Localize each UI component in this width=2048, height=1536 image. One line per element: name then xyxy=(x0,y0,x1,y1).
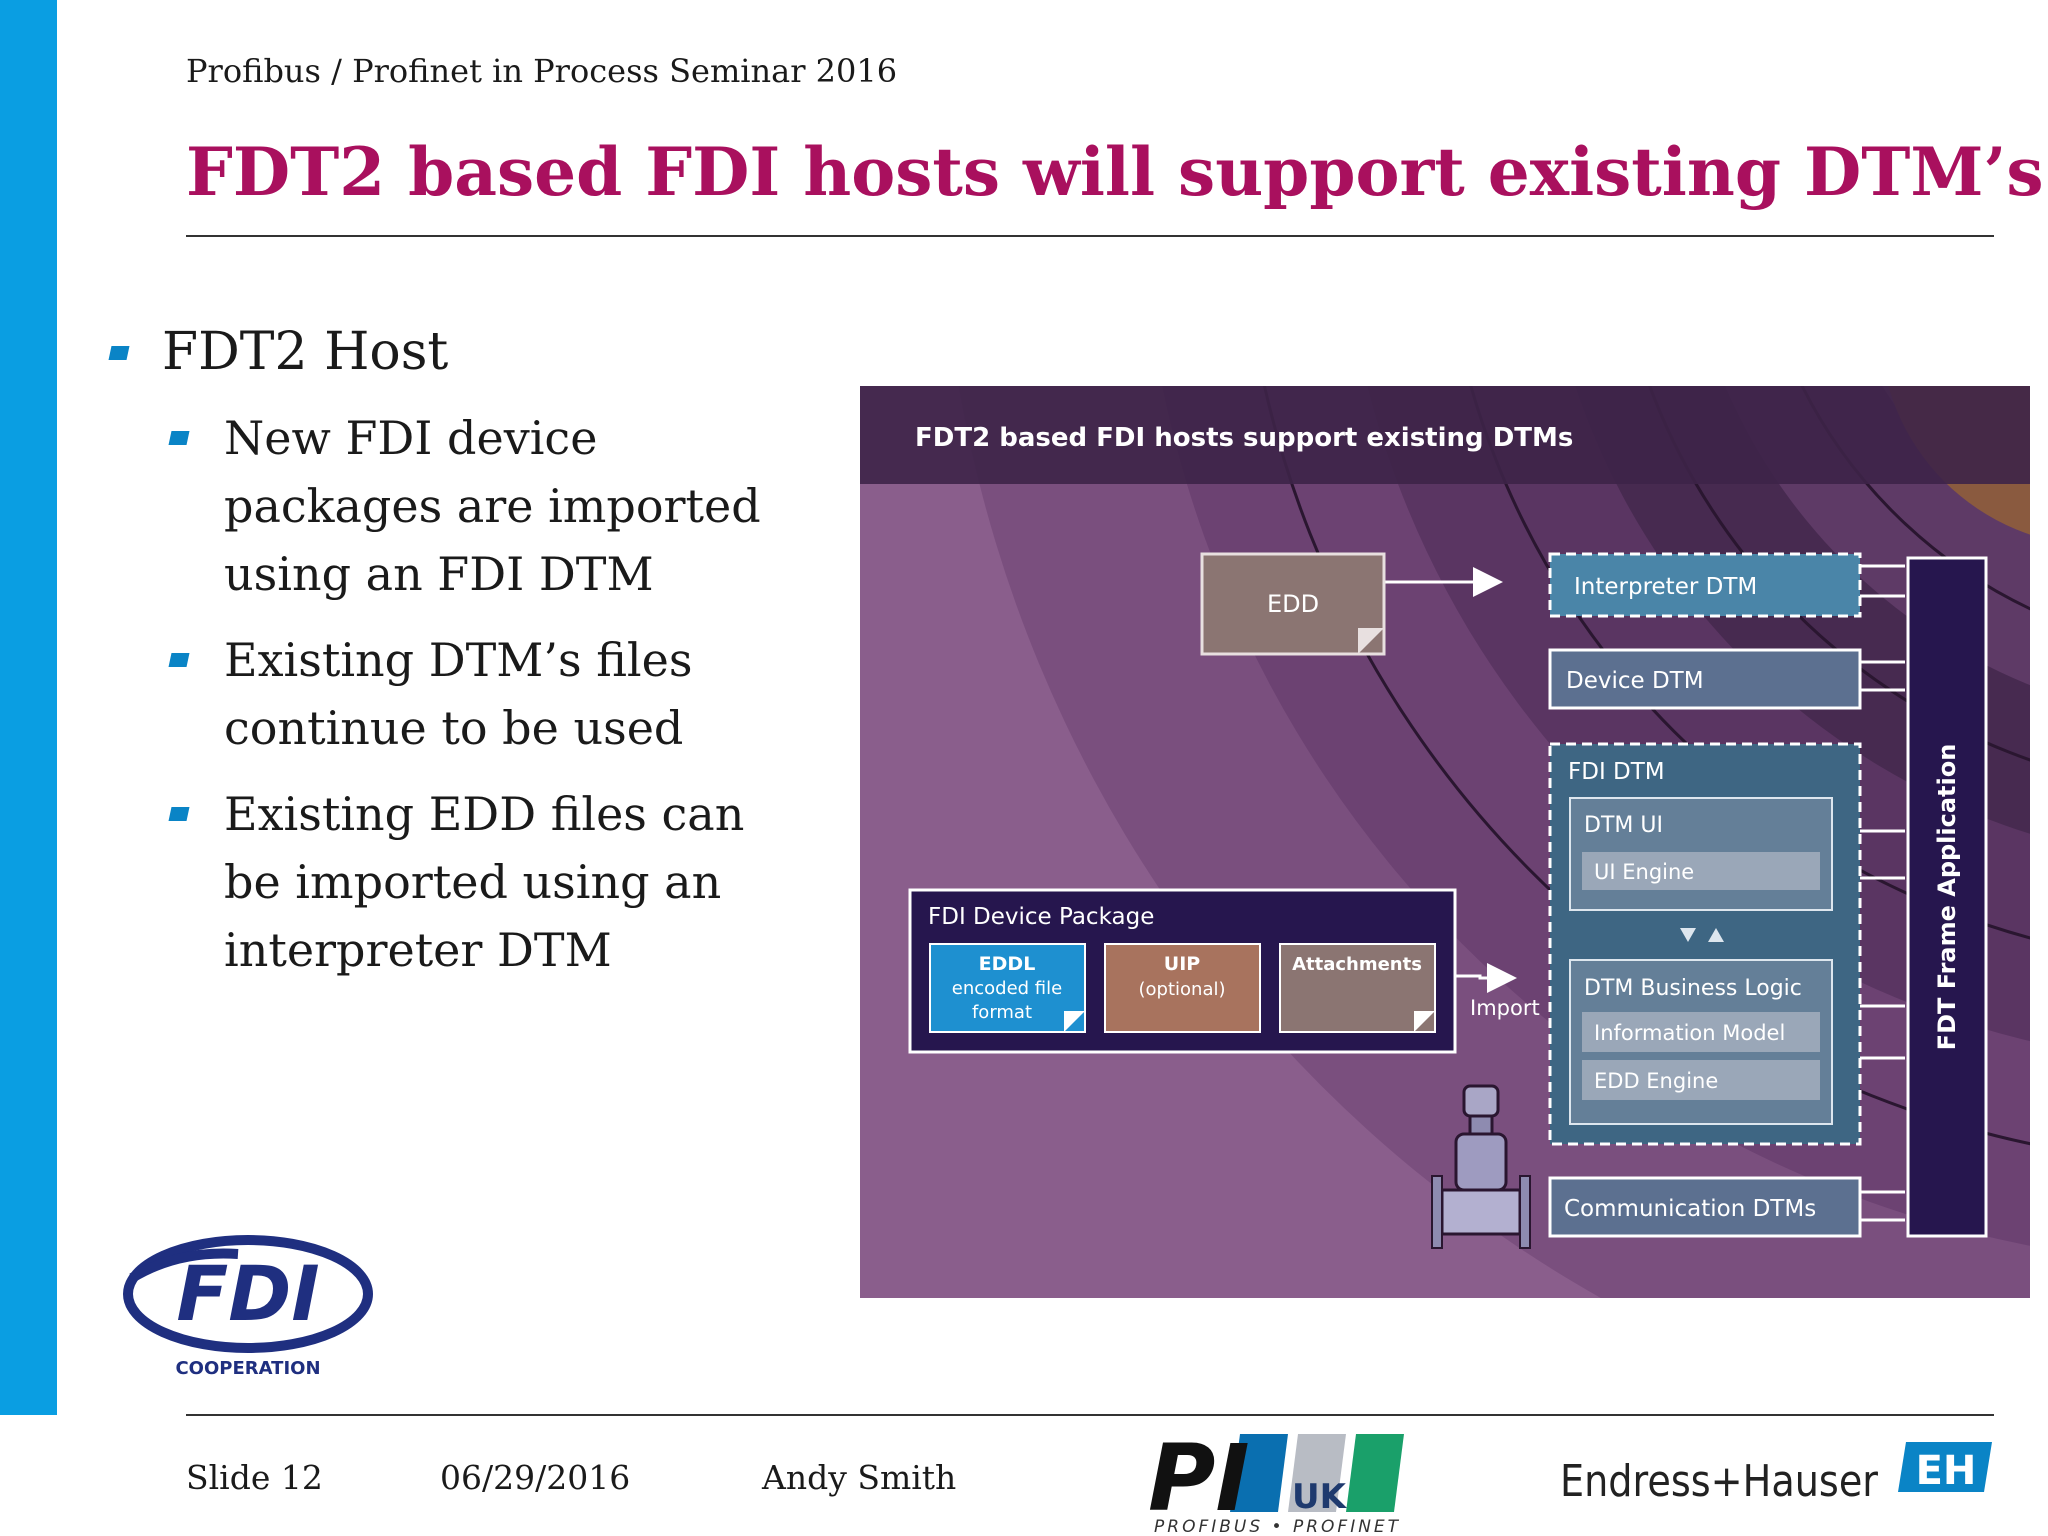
fdi-logo-subtext: COOPERATION xyxy=(175,1358,320,1379)
eh-logo-mark: EH xyxy=(1916,1448,1977,1494)
footer-rule xyxy=(186,1414,1994,1416)
ui-engine-label: UI Engine xyxy=(1594,860,1694,884)
attachments-label: Attachments xyxy=(1292,954,1422,975)
bullet-sub-text: Existing EDD files can be imported using… xyxy=(224,787,745,977)
information-model-box xyxy=(1582,1012,1820,1052)
bullet-square-icon xyxy=(168,431,190,445)
bullet-sub-text: New FDI device packages are imported usi… xyxy=(224,411,761,601)
edd-label: EDD xyxy=(1267,590,1319,618)
fdt2-architecture-diagram: FDT2 based FDI hosts support existing DT… xyxy=(860,386,2030,1298)
bullet-main: FDT2 Host xyxy=(106,318,786,386)
device-package-label: FDI Device Package xyxy=(928,904,1154,930)
pi-logo-subtext: PROFIBUS • PROFINET xyxy=(1154,1517,1401,1536)
pi-logo-text: PI xyxy=(1148,1428,1250,1532)
bullet-sub: Existing EDD files can be imported using… xyxy=(106,780,786,984)
field-device-icon xyxy=(1431,1084,1531,1249)
business-logic-label: DTM Business Logic xyxy=(1584,976,1802,1001)
attachments-box xyxy=(1279,943,1436,1033)
bullet-square-icon xyxy=(108,346,130,360)
diagram-title-bar xyxy=(860,386,2030,484)
fdi-logo-text: FDI xyxy=(176,1249,319,1338)
dtm-ui-label: DTM UI xyxy=(1584,813,1663,838)
interpreter-dtm-box xyxy=(1548,552,1862,618)
bullet-main-text: FDT2 Host xyxy=(162,322,449,382)
endress-hauser-logo: Endress+Hauser EH xyxy=(1560,1442,1992,1507)
slide-date: 06/29/2016 xyxy=(440,1458,631,1497)
frame-application-box xyxy=(1906,556,1988,1238)
frame-application-label: FDT Frame Application xyxy=(1933,744,1961,1051)
interpreter-dtm-label: Interpreter DTM xyxy=(1574,574,1757,600)
title-rule xyxy=(186,235,1994,237)
eddl-line-2: format xyxy=(972,1002,1032,1023)
slide-title: FDT2 based FDI hosts will support existi… xyxy=(186,133,2044,211)
fdi-dtm-label: FDI DTM xyxy=(1568,759,1665,785)
eddl-corner xyxy=(1064,1011,1085,1032)
device-dtm-label: Device DTM xyxy=(1566,668,1704,694)
bullet-square-icon xyxy=(168,653,190,667)
eddl-line-1: encoded file xyxy=(952,978,1062,999)
uip-box xyxy=(1104,943,1261,1033)
eh-logo-text: Endress+Hauser xyxy=(1560,1456,1879,1507)
device-dtm-box xyxy=(1548,648,1862,710)
diagram-title: FDT2 based FDI hosts support existing DT… xyxy=(915,423,1573,453)
import-label: Import xyxy=(1470,996,1540,1020)
bullet-square-icon xyxy=(168,807,190,821)
communication-dtms-box xyxy=(1548,1176,1862,1238)
attachments-corner xyxy=(1414,1011,1435,1032)
edd-box xyxy=(1200,552,1386,656)
import-arrow xyxy=(1455,963,1517,993)
ui-engine-box xyxy=(1582,852,1820,890)
edd-engine-box xyxy=(1582,1060,1820,1100)
bullet-sub: Existing DTM’s files continue to be used xyxy=(106,626,786,762)
eddl-box xyxy=(929,943,1086,1033)
edd-engine-label: EDD Engine xyxy=(1594,1069,1718,1093)
slide-author: Andy Smith xyxy=(762,1458,957,1497)
seminar-header: Profibus / Profinet in Process Seminar 2… xyxy=(186,52,898,90)
bullet-sub: New FDI device packages are imported usi… xyxy=(106,404,786,608)
frame-connectors xyxy=(1860,564,1905,1222)
up-down-arrows-icon xyxy=(1680,928,1724,942)
communication-dtms-label: Communication DTMs xyxy=(1564,1196,1816,1222)
bullet-sub-text: Existing DTM’s files continue to be used xyxy=(224,633,693,755)
pi-uk-logo: PI UK PROFIBUS • PROFINET xyxy=(1148,1428,1404,1536)
edd-corner xyxy=(1358,628,1384,654)
uip-title: UIP xyxy=(1164,953,1200,975)
fdi-cooperation-logo: FDI COOPERATION xyxy=(123,1235,373,1379)
side-accent-bar xyxy=(0,0,57,1415)
bullet-list: FDT2 Host New FDI device packages are im… xyxy=(106,318,786,1002)
eddl-title: EDDL xyxy=(979,953,1036,975)
pi-logo-uk: UK xyxy=(1292,1477,1348,1517)
information-model-label: Information Model xyxy=(1594,1021,1785,1045)
slide-number: Slide 12 xyxy=(186,1458,323,1497)
uip-subtitle: (optional) xyxy=(1139,979,1226,1000)
